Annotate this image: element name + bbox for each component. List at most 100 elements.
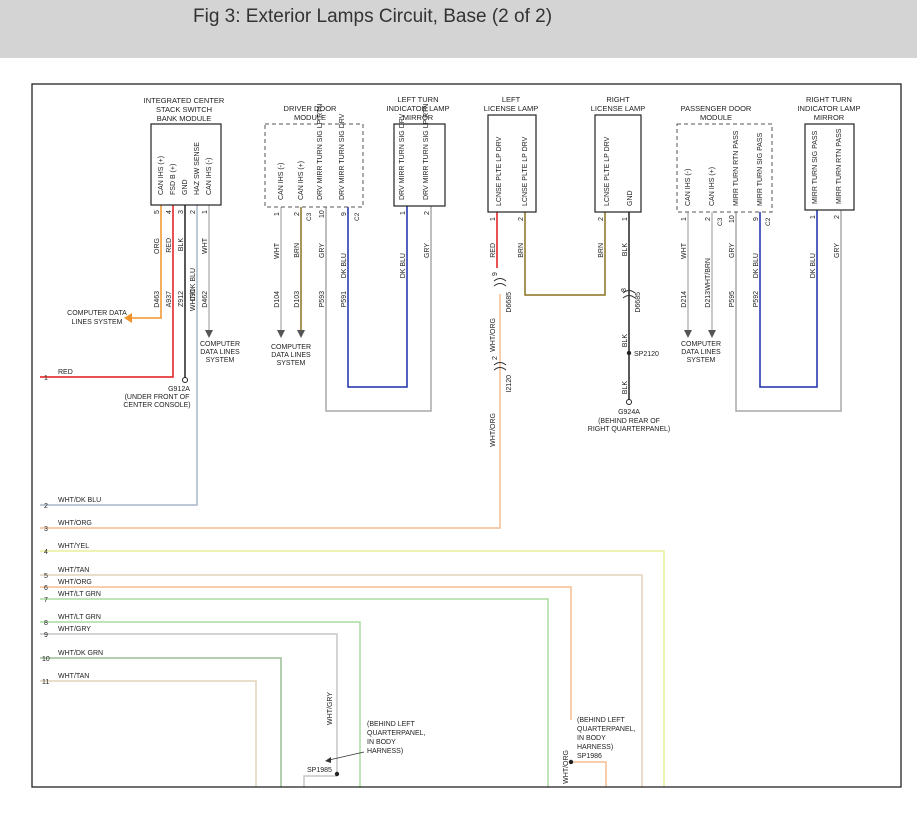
circuit-id: P592 (753, 291, 760, 307)
sp1985-label: SP1985 (307, 767, 332, 774)
wire-color-label: BLK (622, 243, 629, 257)
pin-number: 2 (598, 217, 605, 221)
wire-row-11 (40, 680, 257, 787)
wire-color-label: WHT (274, 242, 281, 259)
ddm-name-1: DRIVER DOOR (284, 104, 338, 113)
inline-pin-numbers: 9 8 2 (492, 272, 628, 360)
page-title: Fig 3: Exterior Lamps Circuit, Base (2 o… (193, 6, 553, 27)
wire-brn-lamps (524, 212, 606, 296)
arrow-left-icon (124, 313, 132, 323)
wire-dkblu-p591 (347, 206, 408, 388)
arrows-and-symbols (124, 313, 716, 777)
cdl-label-1: COMPUTER DATA (67, 310, 127, 317)
wire-row-6 (40, 586, 572, 720)
pin-number: 1 (681, 217, 688, 221)
wire-whtorg-left-lamp (40, 294, 501, 529)
wire-color-label: GRY (729, 243, 736, 258)
circuit-id: D462 (202, 291, 209, 308)
wire-red-a937 (40, 205, 174, 378)
wire-row-8 (40, 621, 361, 787)
pointer-arrow-icon (325, 757, 331, 763)
pin-number: 2 (518, 217, 525, 221)
sp1986-location-1: (BEHIND LEFT (577, 717, 626, 724)
edge-row-number: 5 (44, 573, 48, 580)
pin-number: 3 (178, 210, 185, 214)
arrow-down-icon (708, 330, 716, 338)
wire-color-label: WHT/ORG (563, 750, 570, 784)
wire-color-labels: ORG RED BLK WHT/DK BLU WHT WHT BRN GRY D… (154, 237, 841, 784)
wire-color-label: RED (490, 243, 497, 258)
sp2120-label: SP2120 (634, 351, 659, 358)
ddm-box (264, 123, 364, 208)
pin-number: 2 (190, 210, 197, 214)
ltm-box (393, 123, 446, 207)
ddm-pin-label: CAN IHS (+) (298, 161, 305, 200)
ltm-pin-label: DRV MIRR TURN SIG LP RTN (423, 104, 430, 200)
edge-row-label: WHT/TAN (58, 567, 89, 574)
sp1985-location-4: HARNESS) (367, 748, 403, 755)
sp1986-location-2: QUARTERPANEL, (577, 726, 636, 733)
edge-row-number: 7 (44, 597, 48, 604)
wire-color-label: GRY (424, 243, 431, 258)
wire-gry-p595 (735, 210, 842, 412)
splice-sp1985-icon (334, 771, 340, 777)
cdl-label-icsb-3: SYSTEM (206, 357, 235, 364)
inline-connector-c2 (493, 362, 507, 371)
wire-color-label: BRN (598, 243, 605, 258)
inline-connector-c9 (493, 278, 507, 287)
circuit-id: P593 (319, 291, 326, 307)
reference-labels: COMPUTER DATA LINES SYSTEM COMPUTER DATA… (67, 310, 721, 774)
wire-row-9b (303, 775, 337, 787)
sp1986-label: SP1986 (577, 753, 602, 760)
sp1985-location-3: IN BODY (367, 739, 396, 746)
pin-number: 10 (319, 210, 326, 218)
sp1986-location-3: IN BODY (577, 735, 606, 742)
diagram-frame (31, 83, 902, 788)
icsb-name-2: STACK SWITCH (156, 105, 212, 114)
pin-numbers: 5 4 3 2 1 1 2 10 9 1 2 1 2 2 1 1 2 10 9 … (154, 210, 841, 223)
wire-row-7 (40, 598, 549, 787)
pdm-name-2: MODULE (700, 113, 732, 122)
left-turn-mirror: LEFT TURN INDICATOR LAMP MIRROR DRV MIRR… (386, 95, 450, 207)
circuit-id: P591 (341, 291, 348, 307)
wire-color-label: GRY (319, 243, 326, 258)
icsb-pin-label: FSD B (+) (170, 164, 177, 195)
llp-pin-label: LCNSE PLTE LP DRV (496, 136, 503, 206)
sp1985-location-2: QUARTERPANEL, (367, 730, 426, 737)
pin-number: 5 (154, 210, 161, 214)
pdm-name-1: PASSENGER DOOR (681, 104, 752, 113)
pin-number: 1 (202, 210, 209, 214)
pin-number: 2 (424, 211, 431, 215)
arrow-down-icon (205, 330, 213, 338)
wire-color-label: BRN (518, 243, 525, 258)
edge-row-label: RED (58, 369, 73, 376)
wire-row-6b (571, 761, 607, 787)
edge-row-label: WHT/GRY (58, 626, 91, 633)
edge-row-number: 1 (44, 375, 48, 382)
pin-number: 10 (729, 215, 736, 223)
edge-row-labels: 1 RED 2 WHT/DK BLU 3 WHT/ORG 4 WHT/YEL 5… (42, 369, 103, 686)
circuit-id: D104 (274, 291, 281, 308)
pin-number: 2 (705, 217, 712, 221)
wire-color-label: BLK (622, 334, 629, 348)
icsb-box (150, 123, 222, 206)
circuit-id: D6685 (506, 292, 513, 313)
pin-number: 2 (834, 215, 841, 219)
rlp-name-1: RIGHT (606, 95, 630, 104)
wire-row-10 (40, 657, 282, 787)
inline-pin-number: 2 (492, 356, 499, 360)
rlp-box (594, 114, 642, 213)
rlp-pin-label: LCNSE PLTE LP DRV (604, 136, 611, 206)
pdm-connector: C2 (765, 217, 772, 226)
circuit-id: D214 (681, 291, 688, 308)
splice-sp2120-icon (626, 350, 632, 356)
icsb-pin-label: CAN IHS (-) (206, 158, 213, 195)
cdl-label-2: LINES SYSTEM (72, 319, 123, 326)
inline-pin-number: 8 (621, 288, 628, 292)
ground-g924a-icon (626, 399, 632, 405)
left-license-lamp: LEFT LICENSE LAMP LCNSE PLTE LP DRV LCNS… (484, 95, 538, 213)
pin-number: 9 (341, 212, 348, 216)
right-turn-mirror: RIGHT TURN INDICATOR LAMP MIRROR MIRR TU… (797, 95, 861, 211)
wire-row-5 (40, 574, 643, 787)
